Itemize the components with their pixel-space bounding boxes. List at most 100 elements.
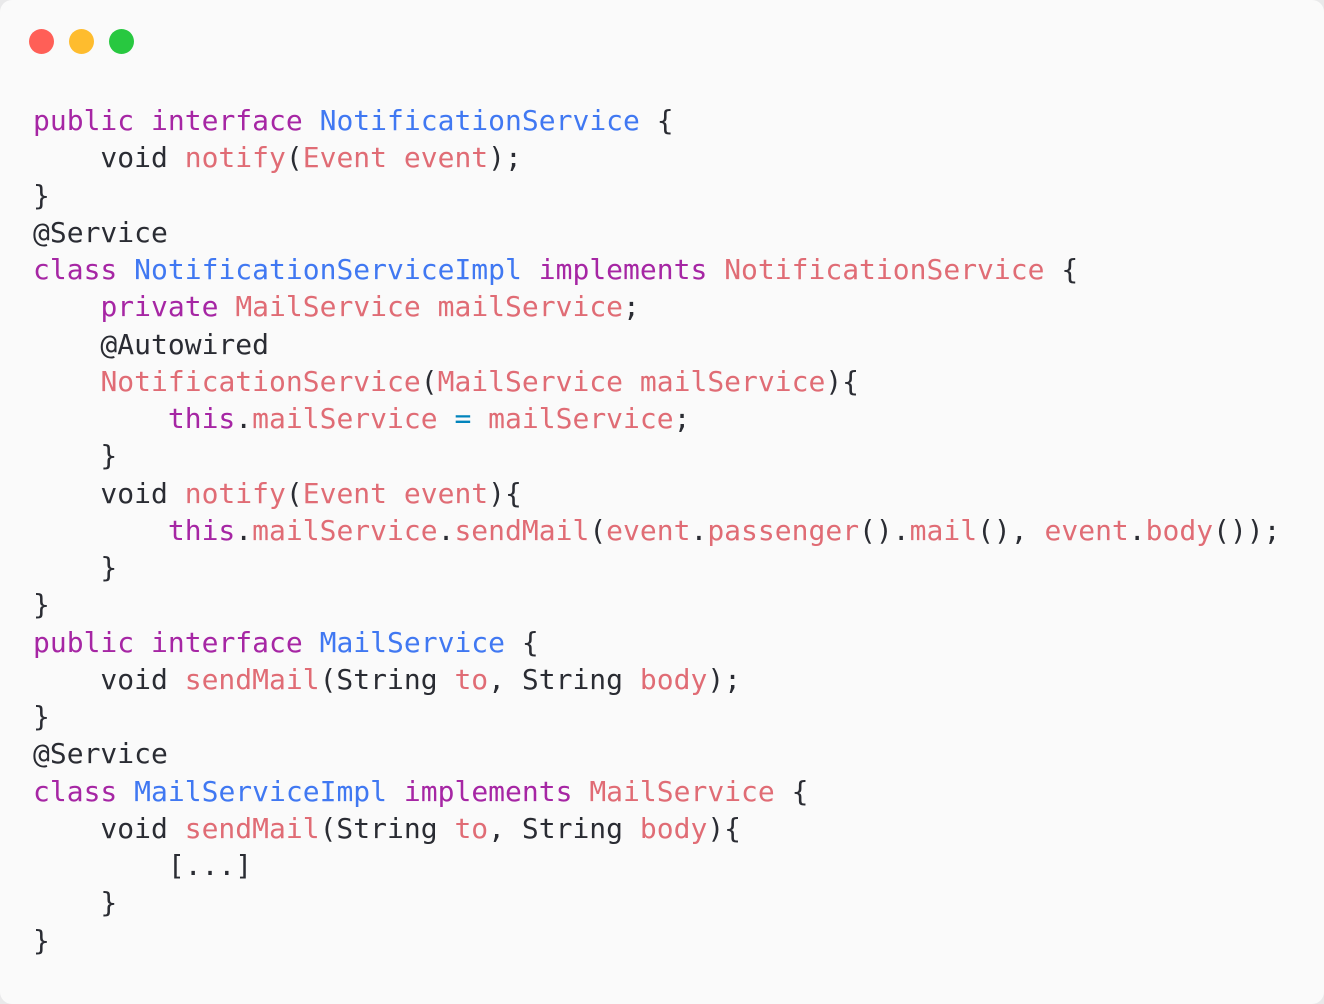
plain-token	[471, 402, 488, 435]
code-line: }	[33, 698, 1281, 735]
plain-token: void	[33, 476, 185, 510]
code-line: }	[33, 177, 1281, 214]
plain-token	[117, 775, 134, 808]
identifier-token: mailService	[252, 513, 438, 547]
keyword-token: public	[33, 625, 135, 659]
identifier-token: NotificationService	[100, 364, 421, 398]
identifier-token: sendMail	[184, 662, 320, 696]
plain-token: {	[774, 774, 809, 808]
plain-token: ;	[673, 402, 691, 435]
identifier-token: notify	[184, 141, 286, 175]
plain-token: , String	[488, 811, 640, 845]
keyword-token: class	[33, 253, 118, 286]
plain-token: .	[437, 513, 455, 547]
plain-token: }	[33, 178, 50, 212]
plain-token: ){	[488, 476, 522, 510]
code-line: [...]	[33, 847, 1281, 884]
plain-token: void	[33, 811, 185, 845]
plain-token: @Service	[33, 737, 168, 771]
code-line: }	[33, 437, 1281, 474]
plain-token: , String	[488, 662, 640, 696]
minimize-button[interactable]	[69, 29, 94, 54]
plain-token: }	[33, 439, 118, 473]
plain-token	[303, 626, 320, 659]
plain-token: {	[1044, 253, 1079, 286]
identifier-token: sendMail	[454, 513, 590, 547]
plain-token: (	[285, 476, 303, 510]
plain-token: @Autowired	[33, 327, 270, 361]
plain-token: @Service	[33, 215, 168, 249]
identifier-token: to	[454, 662, 489, 696]
identifier-token: event	[606, 513, 691, 547]
code-line: }	[33, 884, 1281, 921]
plain-token: }	[33, 551, 118, 584]
identifier-token: MailService mailService	[437, 364, 826, 398]
identifier-token: body	[1145, 513, 1214, 547]
plain-token: [...]	[33, 849, 253, 882]
plain-token: ().	[859, 513, 910, 547]
plain-token	[134, 104, 151, 137]
plain-token	[33, 365, 100, 398]
identifier-token: mailService	[252, 402, 438, 435]
plain-token: ;	[623, 290, 640, 324]
plain-token	[134, 626, 151, 659]
identifier-token: body	[639, 811, 708, 845]
close-button[interactable]	[29, 29, 54, 54]
plain-token: .	[690, 513, 708, 547]
code-line: void notify(Event event);	[33, 139, 1281, 176]
plain-token	[33, 402, 168, 435]
plain-token	[707, 253, 724, 286]
keyword-token: public	[33, 104, 135, 137]
keyword-token: interface	[151, 104, 303, 137]
code-line: }	[33, 549, 1281, 586]
plain-token: ){	[825, 364, 860, 398]
plain-token	[387, 775, 404, 808]
plain-token: );	[707, 662, 742, 696]
plain-token: (	[589, 513, 607, 547]
code-line: }	[33, 586, 1281, 623]
keyword-token: interface	[151, 625, 303, 659]
code-line: void sendMail(String to, String body);	[33, 661, 1281, 698]
identifier-token: sendMail	[184, 811, 320, 845]
code-line: class MailServiceImpl implements MailSer…	[33, 773, 1281, 810]
keyword-token: this	[167, 513, 236, 547]
code-line: void sendMail(String to, String body){	[33, 810, 1281, 847]
window-controls	[29, 29, 134, 54]
plain-token: ){	[707, 811, 742, 845]
plain-token: ());	[1213, 513, 1281, 547]
keyword-token: private	[100, 290, 219, 324]
code-line: }	[33, 922, 1281, 959]
plain-token: }	[33, 886, 118, 920]
plain-token: void	[33, 141, 185, 175]
plain-token: }	[33, 588, 50, 622]
code-line: this.mailService.sendMail(event.passenge…	[33, 512, 1281, 549]
plain-token: .	[235, 513, 253, 547]
identifier-token: NotificationService	[724, 253, 1045, 286]
identifier-token: notify	[184, 476, 286, 510]
plain-token	[572, 775, 589, 808]
identifier-token: mail	[909, 513, 978, 547]
identifier-token: MailService	[589, 774, 775, 808]
code-line: @Service	[33, 214, 1281, 251]
identifier-token: passenger	[707, 513, 860, 547]
plain-token: .	[235, 402, 253, 435]
type-token: MailServiceImpl	[134, 774, 388, 808]
identifier-token: Event event	[302, 141, 489, 175]
plain-token: (String	[319, 662, 455, 696]
plain-token	[33, 514, 168, 547]
code-line: this.mailService = mailService;	[33, 400, 1281, 437]
plain-token: }	[33, 923, 50, 957]
plain-token	[303, 104, 320, 137]
identifier-token: body	[639, 662, 708, 696]
plain-token	[33, 290, 100, 323]
code-line: private MailService mailService;	[33, 288, 1281, 325]
type-token: NotificationService	[319, 104, 640, 137]
plain-token: );	[488, 141, 522, 175]
keyword-token: this	[167, 402, 236, 435]
code-line: @Autowired	[33, 326, 1281, 363]
zoom-button[interactable]	[109, 29, 134, 54]
keyword-token: class	[33, 774, 118, 808]
plain-token	[438, 402, 455, 435]
plain-token: {	[505, 625, 539, 659]
code-block: public interface NotificationService { v…	[33, 102, 1281, 959]
